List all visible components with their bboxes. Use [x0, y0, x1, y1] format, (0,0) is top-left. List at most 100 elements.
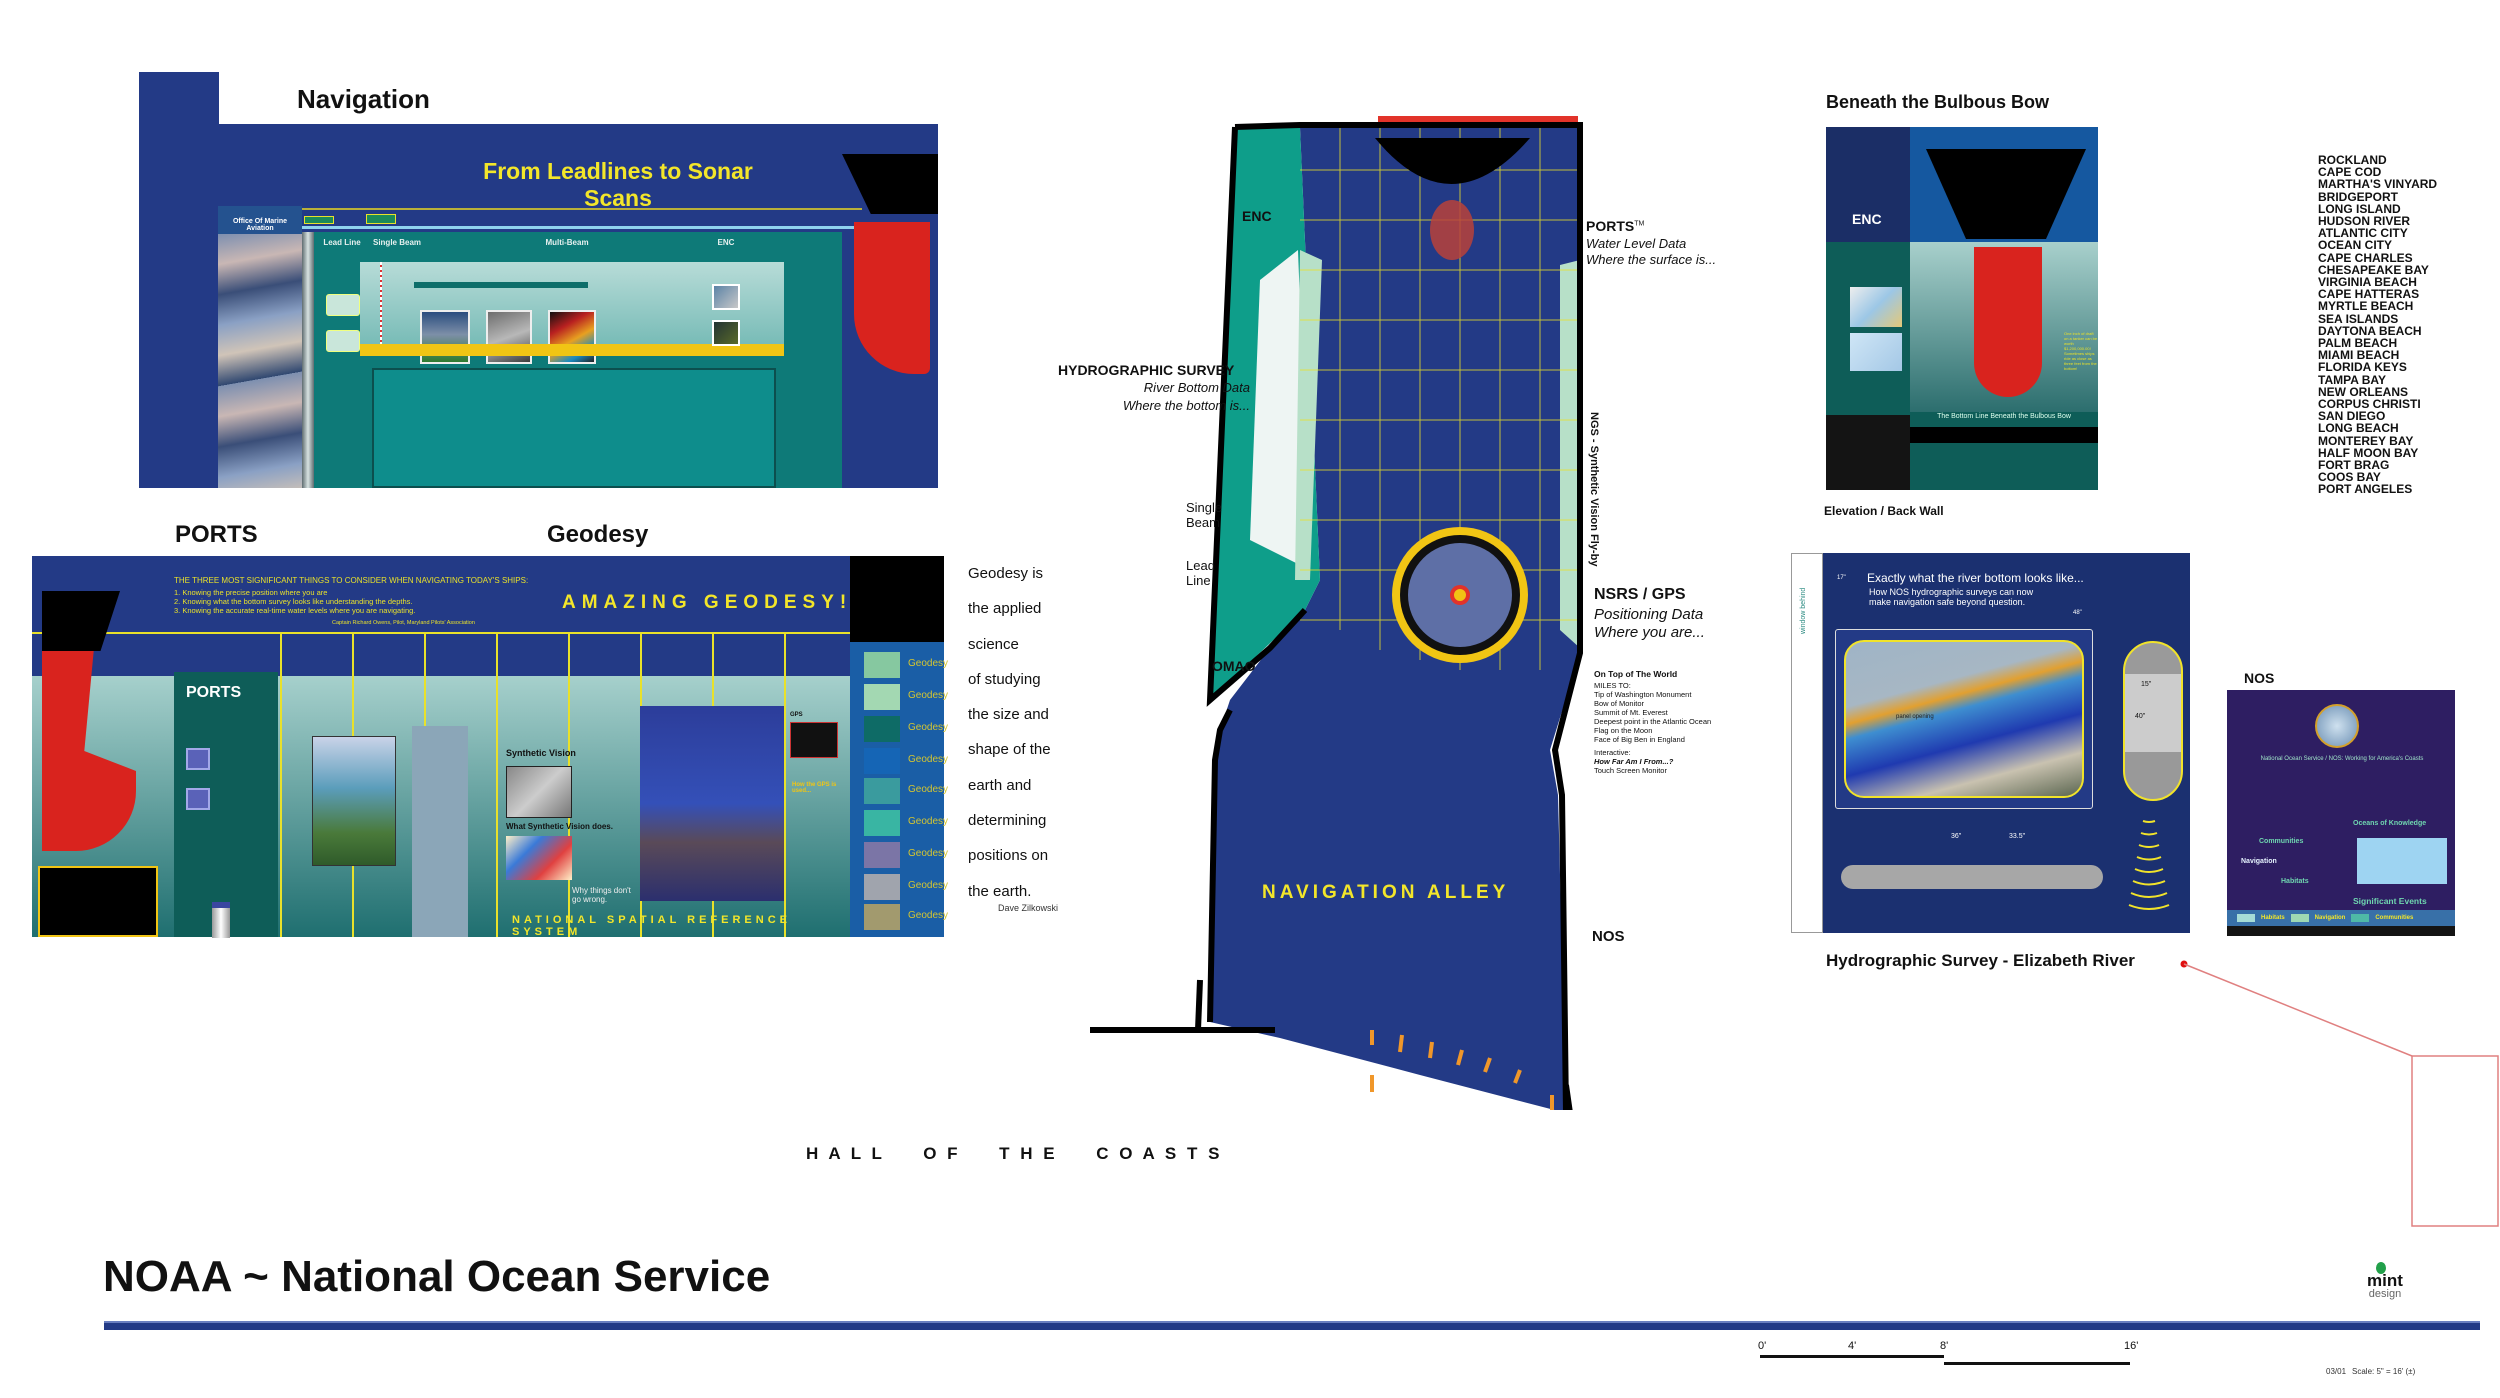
- enc-label: ENC: [1852, 211, 1882, 227]
- window-behind-label: window behind: [1800, 587, 1807, 634]
- gps-used-label: How the GPS is used...: [792, 782, 837, 794]
- why-text: Why things don't go wrong.: [572, 886, 631, 904]
- swatch-label: Geodesy: [908, 784, 949, 795]
- swatch: [864, 778, 900, 804]
- seafloor-profile: [360, 344, 784, 356]
- bottom-banner: The Bottom Line Beneath the Bulbous Bow: [1937, 413, 2071, 420]
- leaf-icon: [2376, 1262, 2386, 1274]
- swatch: [864, 874, 900, 900]
- nos-heading: NOS: [2244, 670, 2275, 686]
- significant-events: Significant Events: [2353, 896, 2427, 906]
- nos-navigation: Navigation: [2241, 858, 2277, 865]
- swatch-label: Geodesy: [908, 690, 949, 701]
- bulbous-bow-elevation: ENC One inch of draft on a tanker can be…: [1826, 127, 2098, 490]
- swatch-label: Geodesy: [908, 880, 949, 891]
- swatch: [864, 810, 900, 836]
- hydro-subline2: make navigation safe beyond question.: [1869, 597, 2026, 607]
- hydro-survey-title: Hydrographic Survey - Elizabeth River: [1826, 951, 2135, 970]
- mint-design-logo: mint design: [2356, 1262, 2414, 1300]
- omao-label: OMAO: [1212, 658, 1256, 674]
- window-behind: window behind: [1791, 553, 1823, 933]
- bulbous-bow-caption: Elevation / Back Wall: [1824, 504, 1944, 518]
- ship-icon: [304, 216, 334, 224]
- geodesy-swatch-column: Geodesy Geodesy Geodesy Geodesy Geodesy …: [850, 642, 948, 937]
- nsrs-banner: NATIONAL SPATIAL REFERENCE SYSTEM: [512, 914, 791, 938]
- oceans-of-knowledge: Oceans of Knowledge: [2353, 820, 2427, 827]
- bow-note-1: One inch of draft on a tanker can be wor…: [2064, 331, 2098, 351]
- ports-inner-panel: PORTS: [174, 672, 278, 938]
- swatch-label: Geodesy: [908, 910, 949, 921]
- photo-collage: [218, 234, 302, 488]
- nos-floor-label: NOS: [1592, 928, 1625, 945]
- dim-17: 17": [1837, 575, 1846, 581]
- panel-opening-label: panel opening: [1896, 714, 1934, 720]
- navigation-left-wall: [139, 72, 219, 488]
- oval-sonar-panel: [2123, 641, 2183, 801]
- enc-label: ENC: [1242, 208, 1272, 224]
- quote-item: 1. Knowing the precise position where yo…: [174, 588, 328, 597]
- swatch-label: Geodesy: [908, 816, 949, 827]
- geodesy-definition: Geodesy is the applied science of studyi…: [968, 565, 1051, 900]
- floor-plan: [1090, 116, 1730, 1110]
- noaa-logo-icon: [2315, 704, 2359, 748]
- hydro-sub1: River Bottom Data: [1143, 380, 1250, 395]
- swatch: [864, 716, 900, 742]
- swatch: [864, 652, 900, 678]
- dim-48: 48": [2073, 610, 2082, 616]
- office-marine-aviation-label: Office Of Marine Aviation: [232, 218, 288, 232]
- scale-text: Scale: 5" = 16' (±): [2352, 1367, 2416, 1376]
- swatch: [864, 842, 900, 868]
- hall-of-the-coasts: H A L L O F T H E C O A S T S: [806, 1144, 1223, 1163]
- dim-15: 15": [2141, 681, 2152, 688]
- scale-bar: 0' 4' 8' 16': [1758, 1340, 2138, 1370]
- dim-33-5: 33.5": [2009, 833, 2026, 840]
- lead-line-label: Lead Line: [1186, 558, 1215, 588]
- quote-attribution: Captain Richard Owens, Pilot, Maryland P…: [332, 620, 475, 626]
- enc-photo: [712, 284, 740, 310]
- hydro-survey-label: HYDROGRAPHIC SURVEY: [1058, 362, 1235, 378]
- swatch: [864, 748, 900, 774]
- nsrs-sub1: Positioning Data: [1594, 606, 1704, 623]
- tide-gauge-kiosk: [212, 902, 230, 938]
- enc-chart-thumb: [1850, 333, 1902, 371]
- column-single-beam: Single Beam: [372, 238, 421, 247]
- ports-heading: PORTS: [175, 521, 258, 548]
- ship-icon: [366, 214, 396, 224]
- bulbous-bow-red: [1974, 247, 2042, 397]
- doorway: [412, 726, 468, 937]
- dim-40: 40": [2135, 713, 2146, 720]
- footer-title: NOAA ~ National Ocean Service: [103, 1252, 771, 1301]
- nos-elevation: National Ocean Service / NOS: Working fo…: [2227, 690, 2455, 936]
- hydro-survey-elevation: Exactly what the river bottom looks like…: [1823, 553, 2190, 933]
- synthetic-vision-title: Synthetic Vision: [506, 748, 576, 758]
- ports-inner-title: PORTS: [186, 684, 242, 701]
- survey-display-frame: panel opening: [1835, 629, 2093, 809]
- ngs-vertical-label: NGS - Synthetic Vision Fly-by: [1588, 412, 1600, 567]
- nos-screen: [2357, 838, 2447, 884]
- gps-constellation-graphic: [790, 722, 838, 758]
- navigation-elevation: Office Of Marine Aviation From Leadlines…: [218, 124, 938, 488]
- swatch: [864, 684, 900, 710]
- navigation-alley-label: NAVIGATION ALLEY: [1262, 882, 1510, 903]
- ports-sub1: Water Level Data: [1586, 236, 1687, 251]
- quote-item: 3. Knowing the accurate real-time water …: [174, 606, 416, 615]
- nos-arc-text: National Ocean Service / NOS: Working fo…: [2260, 756, 2424, 762]
- hydro-subline1: How NOS hydrographic surveys can now: [1869, 587, 2034, 597]
- kiosk-base: [372, 368, 776, 488]
- quote-title: THE THREE MOST SIGNIFICANT THINGS TO CON…: [174, 576, 529, 585]
- ports-photo: [312, 736, 396, 866]
- collapsed-bridge-photo: [640, 706, 784, 901]
- ports-sub2: Where the surface is...: [1586, 252, 1717, 267]
- enc-chart-thumb: [1850, 287, 1902, 327]
- swatch-label: Geodesy: [908, 658, 949, 669]
- bulbous-bow-red: [854, 222, 930, 374]
- navigation-heading: Navigation: [297, 84, 430, 114]
- sheet-date: 03/01: [2326, 1367, 2347, 1376]
- definition-author: Dave Zilkowski: [998, 903, 1059, 913]
- geodesy-heading: Geodesy: [547, 521, 649, 548]
- swatch-label: Geodesy: [908, 754, 949, 765]
- ports-geodesy-elevation: THE THREE MOST SIGNIFICANT THINGS TO CON…: [32, 556, 948, 938]
- gps-label: GPS: [790, 712, 803, 718]
- nos-legend: Habitats Navigation Communities: [2227, 910, 2455, 926]
